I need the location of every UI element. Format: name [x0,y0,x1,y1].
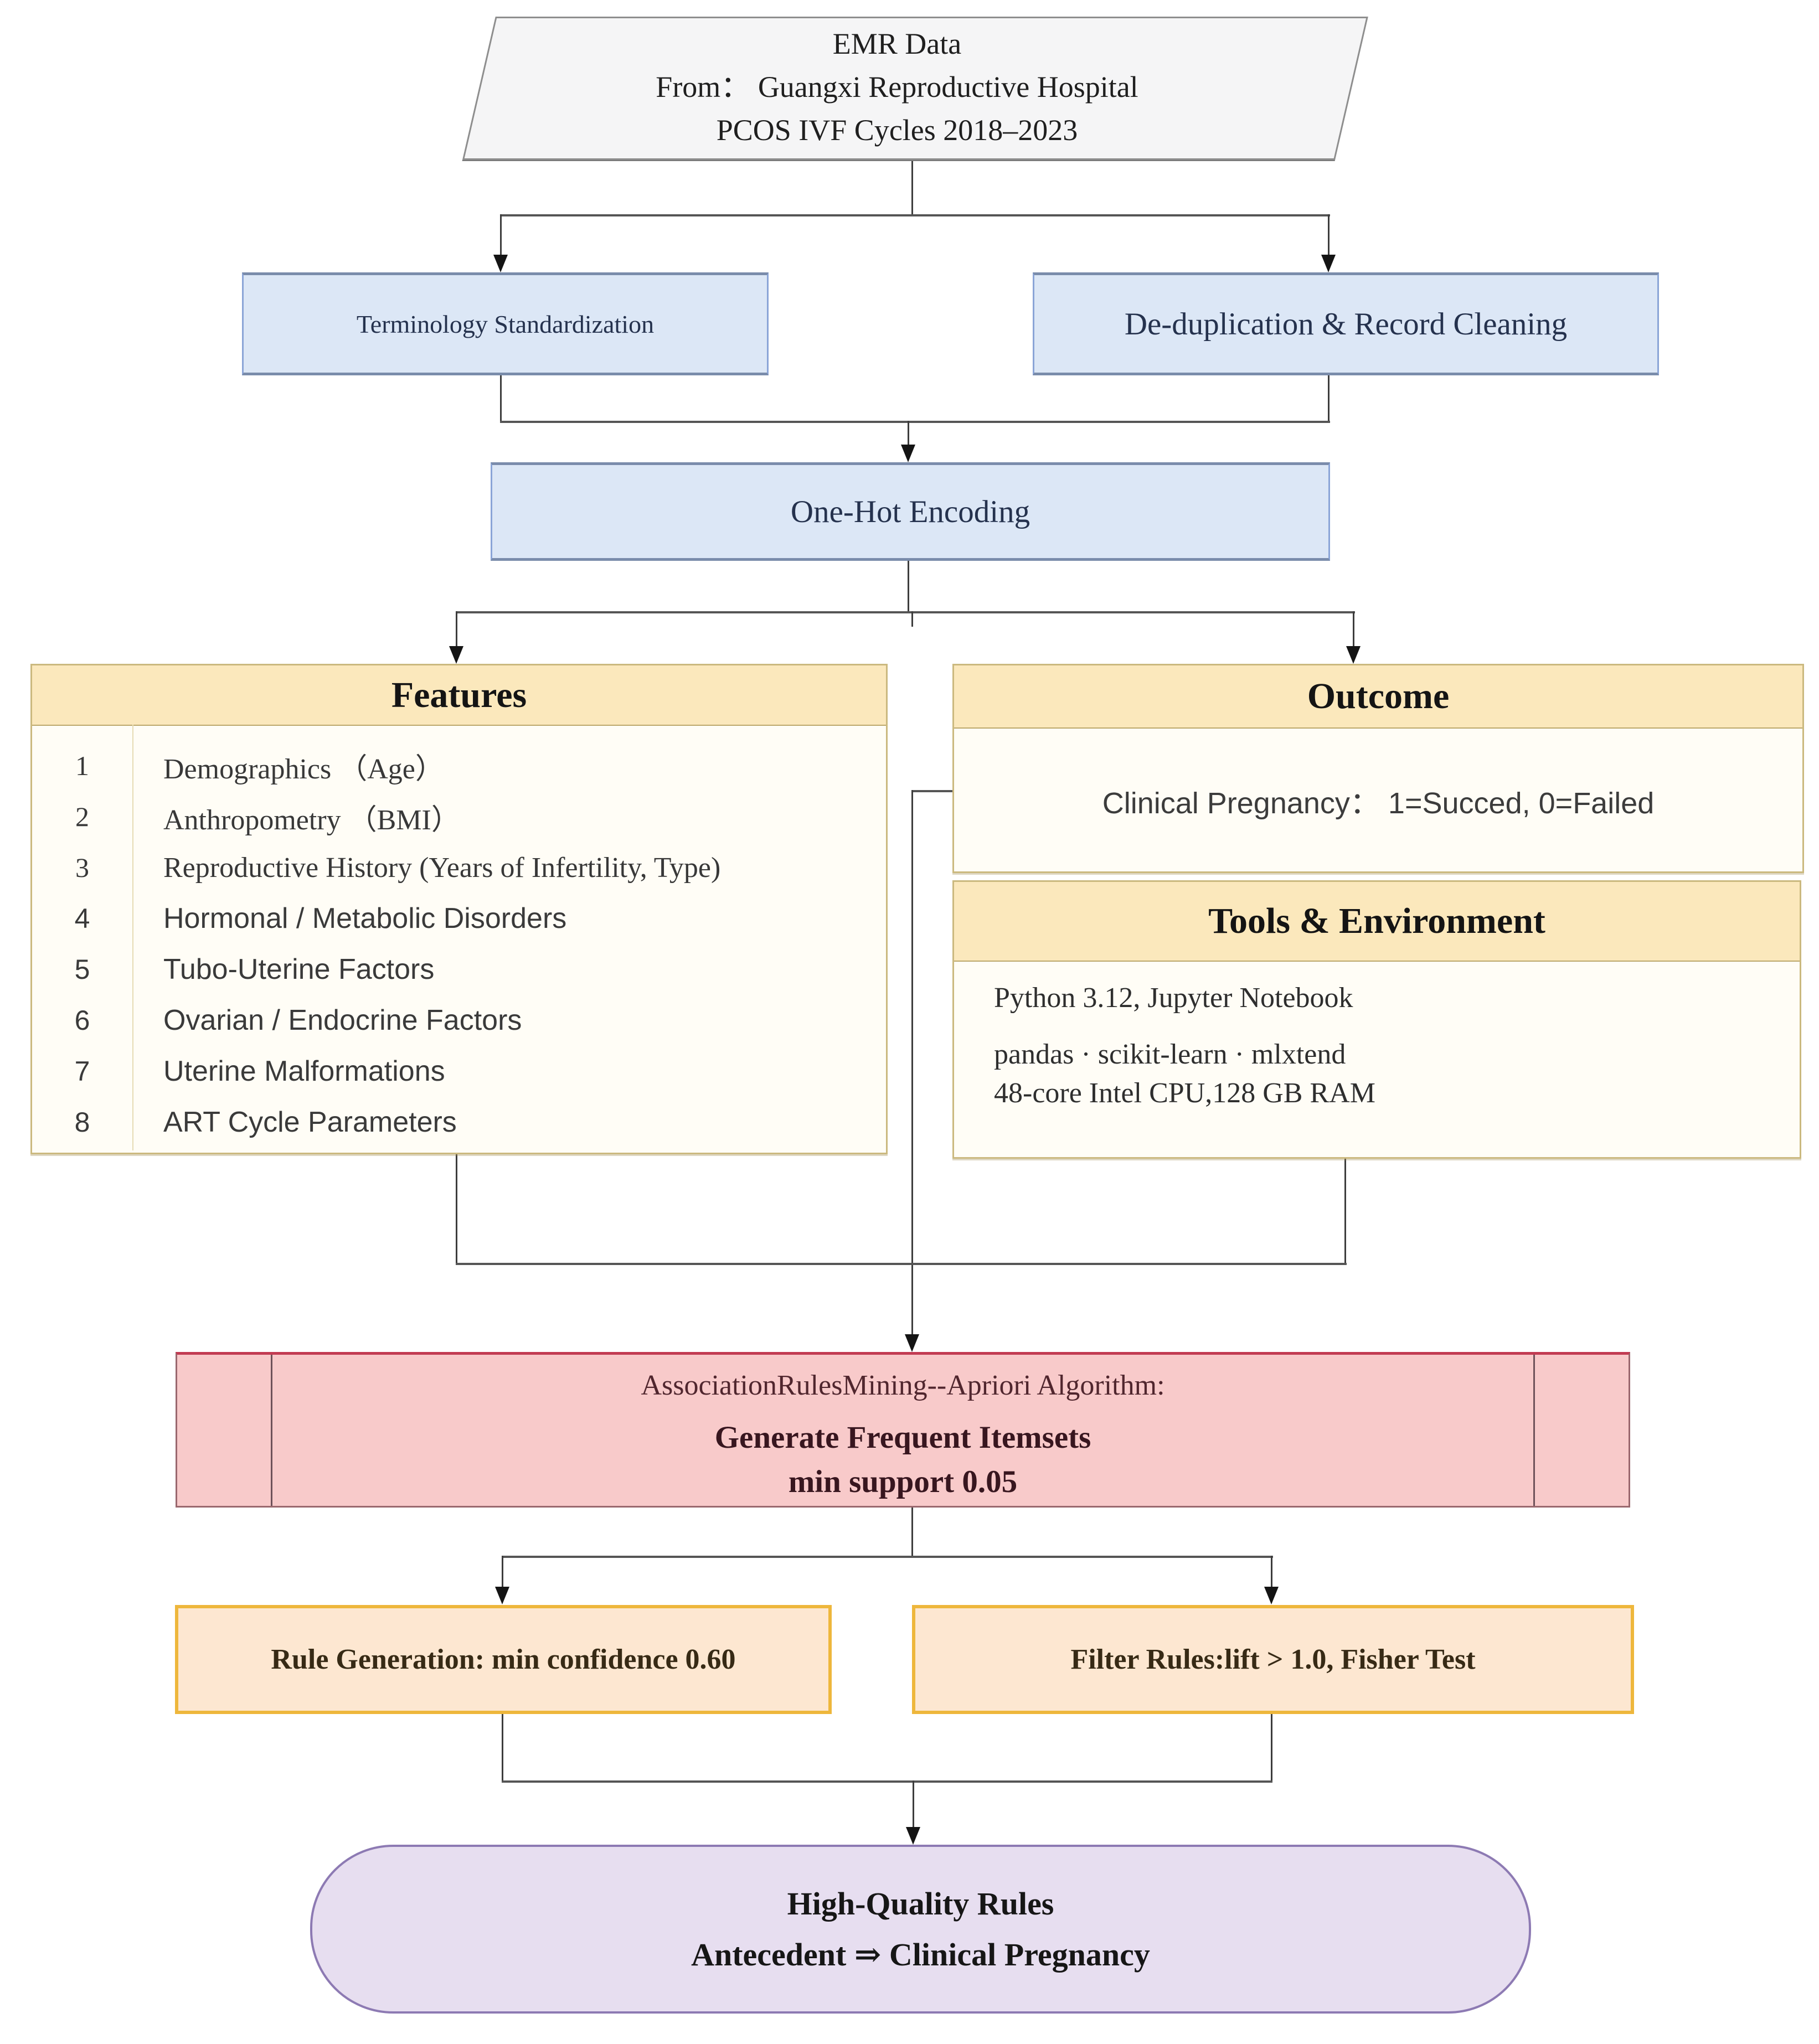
connector-filter-down [1271,1714,1272,1783]
feature-label: Tubo-Uterine Factors [163,953,435,985]
connector-center-down [911,790,913,1335]
arrowhead-dedup [1321,255,1336,272]
tools-title: Tools & Environment [1208,901,1545,941]
connector-to-outcome [1353,611,1354,647]
connector-features-down [456,1151,457,1265]
feature-number: 3 [75,852,89,883]
connector-outcome-branch [912,790,952,792]
feature-number: 8 [74,1107,90,1138]
arrowhead-rulegen [495,1587,509,1604]
connector-split-mid [456,611,1355,613]
outcome-body: Clinical Pregnancy： 1=Succed, 0=Failed [1102,786,1655,820]
one-hot-encoding-box: One-Hot Encoding [491,462,1330,561]
apriori-mining-box: AssociationRulesMining--Apriori Algorith… [176,1352,1630,1508]
features-title: Features [391,674,527,715]
emr-line-3: PCOS IVF Cycles 2018–2023 [716,113,1078,147]
tools-line-2: pandas · scikit-learn · mlxtend [994,1039,1346,1070]
rule-generation-box: Rule Generation: min confidence 0.60 [175,1605,832,1714]
connector-center-tick [911,611,913,627]
arrowhead-features [449,646,463,664]
connector-merge-top [500,421,1330,423]
feature-number: 5 [74,954,90,985]
emr-line-1: EMR Data [832,27,962,60]
connector-mining-down [911,1508,913,1558]
connector-to-dedup [1328,214,1330,256]
tools-line-1: Python 3.12, Jupyter Notebook [994,982,1353,1014]
connector-tools-down [1344,1154,1346,1265]
feature-number: 6 [74,1005,90,1036]
connector-split-bottom [502,1556,1273,1558]
feature-label: Demographics （Age） [163,753,444,785]
arrowhead-mining [905,1334,919,1352]
connector-to-rulegen [502,1556,503,1588]
tools-header: Tools & Environment [954,882,1800,962]
filter-rules-box: Filter Rules:lift > 1.0, Fisher Test [912,1605,1634,1714]
connector-emr-down [911,157,913,216]
high-quality-rules-box: High-Quality Rules Antecedent ⇒ Clinical… [310,1845,1531,2014]
tools-line-3: 48-core Intel CPU,128 GB RAM [994,1077,1375,1109]
arrowhead-result [906,1827,920,1845]
mining-line-2: Generate Frequent Itemsets [714,1420,1091,1455]
mining-sidebar-right [1533,1355,1535,1506]
feature-row: 8 ART Cycle Parameters [32,1097,886,1148]
connector-onehot-down [908,555,909,613]
features-card: Features 1 Demographics （Age） 2 Anthropo… [30,664,888,1154]
outcome-card: Outcome Clinical Pregnancy： 1=Succed, 0=… [952,664,1804,873]
connector-to-terminology [500,214,502,256]
connector-split-top [500,214,1330,216]
terminology-label: Terminology Standardization [356,309,655,338]
result-line-1: High-Quality Rules [787,1885,1054,1922]
feature-row: 7 Uterine Malformations [32,1046,886,1097]
outcome-title: Outcome [1307,676,1450,716]
mining-line-1: AssociationRulesMining--Apriori Algorith… [641,1370,1165,1401]
arrowhead-filter [1264,1587,1279,1604]
feature-row: 4 Hormonal / Metabolic Disorders [32,893,886,944]
connector-merge-mid [456,1263,1347,1265]
emr-line-2: From： Guangxi Reproductive Hospital [656,70,1138,104]
feature-row: 2 Anthropometry （BMI） [32,791,886,842]
connector-to-features [456,611,457,647]
connector-to-result [913,1780,914,1829]
filter-rules-label: Filter Rules:lift > 1.0, Fisher Test [1070,1644,1476,1675]
feature-number: 7 [74,1056,90,1087]
mining-sidebar-left [271,1355,272,1506]
features-column-divider [132,725,133,1150]
one-hot-label: One-Hot Encoding [790,494,1030,529]
terminology-standardization-box: Terminology Standardization [242,272,769,375]
arrowhead-onehot [901,445,915,462]
feature-label: Ovarian / Endocrine Factors [163,1004,522,1036]
feature-row: 5 Tubo-Uterine Factors [32,944,886,995]
arrowhead-outcome [1346,646,1361,664]
features-list: 1 Demographics （Age） 2 Anthropometry （BM… [32,725,886,1148]
feature-label: Hormonal / Metabolic Disorders [163,902,567,935]
feature-label: Reproductive History (Years of Infertili… [163,851,721,884]
feature-label: Anthropometry （BMI） [163,804,460,836]
tools-body: Python 3.12, Jupyter Notebook pandas · s… [994,980,1783,1111]
emr-data-node: EMR Data From： Guangxi Reproductive Hosp… [462,17,1332,157]
rule-generation-label: Rule Generation: min confidence 0.60 [271,1644,736,1675]
connector-rulegen-down [502,1714,503,1783]
feature-label: Uterine Malformations [163,1055,445,1087]
feature-number: 1 [75,750,89,781]
connector-dedup-down [1328,370,1330,422]
tools-environment-card: Tools & Environment Python 3.12, Jupyter… [952,880,1801,1159]
connector-merge-bottom [502,1780,1272,1783]
connector-terminology-down [500,370,502,422]
feature-number: 4 [74,903,90,934]
arrowhead-terminology [493,255,508,272]
outcome-header: Outcome [954,665,1802,729]
dedup-label: De-duplication & Record Cleaning [1124,306,1568,342]
connector-to-onehot [908,421,909,446]
feature-row: 1 Demographics （Age） [32,740,886,791]
feature-label: ART Cycle Parameters [163,1106,457,1138]
result-line-2: Antecedent ⇒ Clinical Pregnancy [691,1936,1150,1973]
connector-to-filter [1271,1556,1272,1588]
feature-number: 2 [75,801,89,832]
deduplication-box: De-duplication & Record Cleaning [1033,272,1659,375]
feature-row: 6 Ovarian / Endocrine Factors [32,995,886,1046]
feature-row: 3 Reproductive History (Years of Inferti… [32,842,886,893]
features-header: Features [32,665,886,726]
mining-line-3: min support 0.05 [788,1464,1018,1499]
